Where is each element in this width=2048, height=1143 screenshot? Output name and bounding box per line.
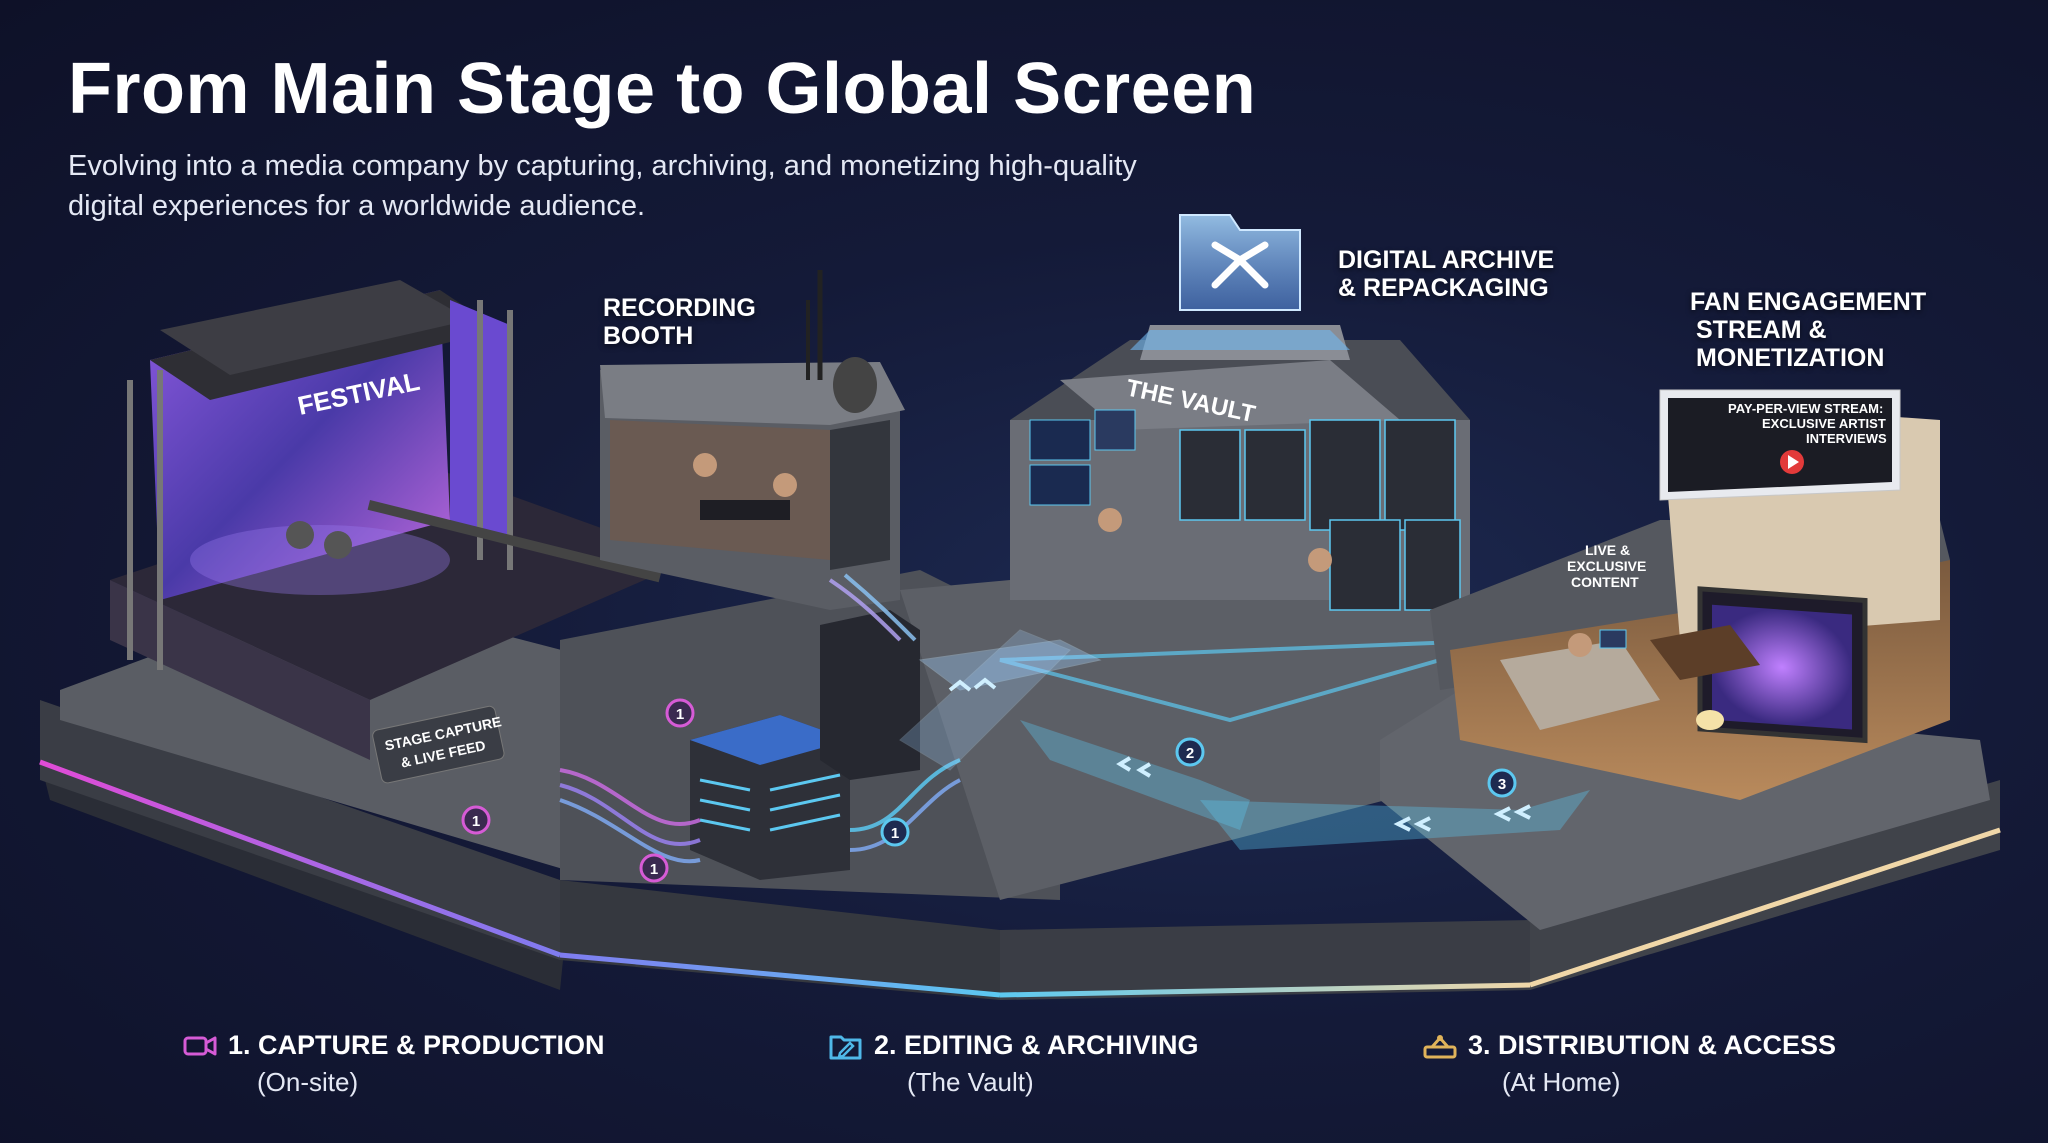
step-distribution-access: 3. DISTRIBUTION & ACCESS (At Home) (1422, 1030, 1836, 1098)
svg-text:2: 2 (1186, 745, 1194, 762)
pay-per-view-banner: PAY-PER-VIEW STREAM: EXCLUSIVE ARTIST IN… (1728, 401, 1887, 446)
digital-archive-label-line1: DIGITAL ARCHIVE (1338, 246, 1555, 274)
recording-booth (600, 270, 905, 610)
fan-engagement-label-line3: MONETIZATION (1696, 344, 1885, 372)
step-editing-sub: (The Vault) (907, 1067, 1034, 1097)
folder-icon (829, 1035, 862, 1059)
step-editing-archiving: 2. EDITING & ARCHIVING (The Vault) (828, 1030, 1199, 1098)
video-camera-icon (183, 1036, 217, 1055)
page-subtitle: Evolving into a media company by capturi… (68, 150, 1137, 222)
step-marker: 1 (639, 853, 669, 883)
home-living-room (1430, 389, 1950, 800)
step-editing-label: 2. EDITING & ARCHIVING (874, 1030, 1199, 1060)
floating-folder-icon (1130, 214, 1350, 350)
step-marker: 3 (1487, 768, 1517, 798)
ppv-line2: EXCLUSIVE ARTIST (1762, 416, 1886, 431)
step-distribution-sub: (At Home) (1502, 1067, 1621, 1097)
step-capture-sub: (On-site) (257, 1067, 359, 1097)
stage-capture-sign: STAGE CAPTURE & LIVE FEED (372, 705, 505, 784)
svg-text:1: 1 (676, 706, 684, 723)
recording-booth-label: RECORDING BOOTH (603, 294, 756, 350)
fan-engagement-label-line1: FAN ENGAGEMENT (1690, 288, 1927, 316)
step-marker: 1 (880, 817, 910, 847)
svg-text:1: 1 (472, 813, 480, 830)
live-exclusive-line1: LIVE & (1585, 542, 1630, 558)
fan-engagement-label-line2: STREAM & (1696, 316, 1827, 344)
digital-archive-label: DIGITAL ARCHIVE & REPACKAGING (1338, 246, 1554, 302)
step-capture-label: 1. CAPTURE & PRODUCTION (228, 1030, 605, 1060)
ppv-line3: INTERVIEWS (1806, 431, 1887, 446)
ppv-line1: PAY-PER-VIEW STREAM: (1728, 401, 1883, 416)
svg-text:1: 1 (891, 825, 899, 842)
step-distribution-label: 3. DISTRIBUTION & ACCESS (1468, 1030, 1837, 1060)
svg-text:1: 1 (650, 861, 658, 878)
step-capture-production: 1. CAPTURE & PRODUCTION (On-site) (182, 1030, 605, 1098)
data-cables (559, 573, 961, 864)
the-vault (999, 325, 1511, 723)
recording-booth-label-line1: RECORDING (603, 294, 756, 322)
step-marker: 2 (1175, 737, 1205, 767)
festival-stage (110, 280, 690, 760)
step-marker: 1 (461, 805, 491, 835)
digital-archive-label-line2: & REPACKAGING (1338, 274, 1549, 302)
live-exclusive-label: LIVE & EXCLUSIVE CONTENT (1567, 542, 1646, 590)
step-marker: 1 (665, 698, 695, 728)
live-exclusive-line3: CONTENT (1571, 574, 1639, 590)
recording-booth-label-line2: BOOTH (603, 322, 694, 350)
live-exclusive-line2: EXCLUSIVE (1567, 558, 1646, 574)
glass-walkway (899, 629, 1590, 850)
page-title: From Main Stage to Global Screen (68, 49, 1257, 129)
fan-engagement-label: FAN ENGAGEMENT STREAM & MONETIZATION (1690, 288, 1926, 372)
step-markers: 1 1 1 1 2 3 (461, 698, 1517, 883)
set-top-box-icon (1423, 1034, 1457, 1058)
svg-text:3: 3 (1498, 776, 1506, 793)
server-rack (690, 610, 920, 880)
